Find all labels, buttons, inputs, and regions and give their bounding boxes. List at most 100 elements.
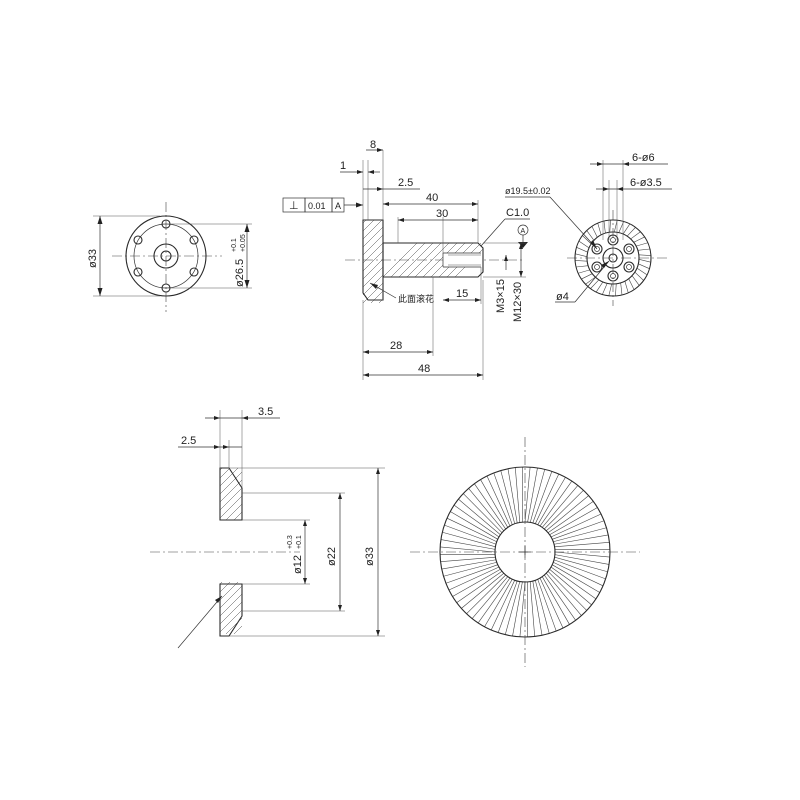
side-thread-small: M3×15	[495, 279, 507, 313]
knurl-line	[622, 223, 631, 235]
knurl-line	[595, 281, 604, 293]
knurl-line	[547, 571, 587, 611]
washer-dim-22: ø22	[326, 547, 338, 566]
knurl-line	[534, 473, 560, 524]
knurl-line	[576, 265, 589, 268]
end-inner-circle	[586, 231, 640, 285]
knurl-line	[638, 263, 650, 269]
knurl-line	[591, 226, 598, 238]
knurl-line	[553, 559, 606, 580]
knurl-line	[450, 511, 498, 540]
knurl-line	[575, 260, 588, 262]
washer-dim-inner-tol-upper: +0.3	[287, 535, 294, 549]
end-hub-circle	[602, 247, 624, 269]
washer-section: 3.5 2.5 ø12 +0.3 +0.1 ø22 ø33	[150, 406, 385, 649]
side-chamfer: C1.0	[506, 207, 529, 219]
knurl-line	[534, 580, 550, 634]
end-bolt-holes	[591, 234, 635, 282]
front-center-hole	[160, 250, 172, 262]
side-shaft-outline	[383, 242, 484, 278]
knurl-line	[609, 220, 611, 233]
knurl-line	[446, 517, 497, 543]
knurl-line	[550, 566, 597, 600]
washer-dim-3-5: 3.5	[258, 406, 273, 418]
knurl-line	[603, 221, 606, 234]
end-dim-4: ø4	[556, 291, 569, 303]
knurl-line	[440, 556, 496, 563]
knurl-line	[474, 483, 506, 530]
side-flange-hatch	[363, 220, 383, 303]
knurl-line	[547, 501, 594, 533]
front-view: ø33 ø26.5 +0.1 +0.05	[87, 202, 252, 312]
side-shaft-hatch	[383, 243, 483, 277]
svg-text:A: A	[521, 228, 526, 235]
knurl-line	[539, 480, 573, 527]
washer-top-outline	[219, 467, 243, 521]
knurl-line	[552, 520, 605, 540]
knurl-line	[582, 235, 592, 245]
knurl-line	[634, 271, 644, 281]
knurl-line	[553, 527, 607, 543]
knurl-line	[490, 580, 516, 631]
knurl-line	[541, 576, 570, 625]
washer-bot-outline	[219, 583, 243, 637]
knurl-line	[633, 236, 645, 243]
knurl-line	[532, 471, 553, 524]
knurl-line	[553, 561, 604, 587]
knurl-line	[575, 253, 588, 257]
front-dim-pcd-tol-lower: +0.05	[240, 234, 247, 252]
side-dim-1: 1	[340, 160, 346, 172]
front-outer-circle	[125, 215, 207, 297]
knurl-line	[608, 283, 612, 296]
side-knurl-note: 此面滚花	[398, 293, 434, 304]
end-dim-pcd: ø19.5±0.02	[505, 186, 550, 196]
knurl-line	[441, 559, 497, 570]
knurl-line	[631, 275, 640, 286]
knurl-line	[486, 475, 511, 527]
end-knurl	[575, 220, 651, 296]
knurl-line	[620, 282, 623, 295]
knurl-line	[500, 470, 516, 524]
knurl-line	[544, 574, 576, 621]
knurl-line	[504, 581, 521, 635]
knurl-line	[537, 477, 566, 525]
knurl-line	[624, 281, 629, 293]
knurl-line	[529, 581, 536, 637]
knurl-line	[471, 576, 509, 619]
front-dim-pcd: ø26.5	[234, 259, 246, 287]
washer-dim-33: ø33	[364, 547, 376, 566]
side-dim-48: 48	[418, 363, 430, 375]
knurl-line	[581, 273, 593, 280]
knurl-line	[597, 223, 602, 235]
knurl-line	[638, 254, 651, 256]
tolerance-datum: A	[335, 201, 341, 211]
front-bolt-hole	[133, 267, 143, 277]
knurl-line	[458, 498, 501, 536]
front-dim-outer: ø33	[87, 249, 99, 268]
knurl-line	[507, 468, 518, 524]
knurl-line	[456, 571, 503, 603]
side-dim-28: 28	[390, 340, 402, 352]
washer-dim-inner: ø12	[292, 555, 304, 574]
side-dim-8: 8	[370, 139, 376, 151]
knurl-line	[512, 581, 523, 637]
datum-symbol: A	[517, 224, 529, 248]
tolerance-value: 0.01	[308, 201, 326, 211]
knurl-line	[463, 493, 503, 533]
knurl-line	[576, 247, 588, 253]
knurl-line	[480, 479, 509, 528]
knurl-line	[448, 566, 500, 591]
knurl-line	[554, 554, 610, 565]
knurl-line	[554, 556, 608, 573]
end-outer-circle	[574, 219, 652, 297]
side-flange-outline	[362, 219, 384, 301]
knurl-line	[545, 573, 582, 616]
knurl-line	[585, 276, 596, 285]
washer-face	[410, 437, 640, 667]
knurl-line	[550, 513, 602, 538]
knurl-line	[586, 230, 595, 241]
knurl-line	[524, 467, 531, 523]
front-pcd-circle	[133, 223, 199, 289]
knurl-line	[477, 577, 511, 624]
